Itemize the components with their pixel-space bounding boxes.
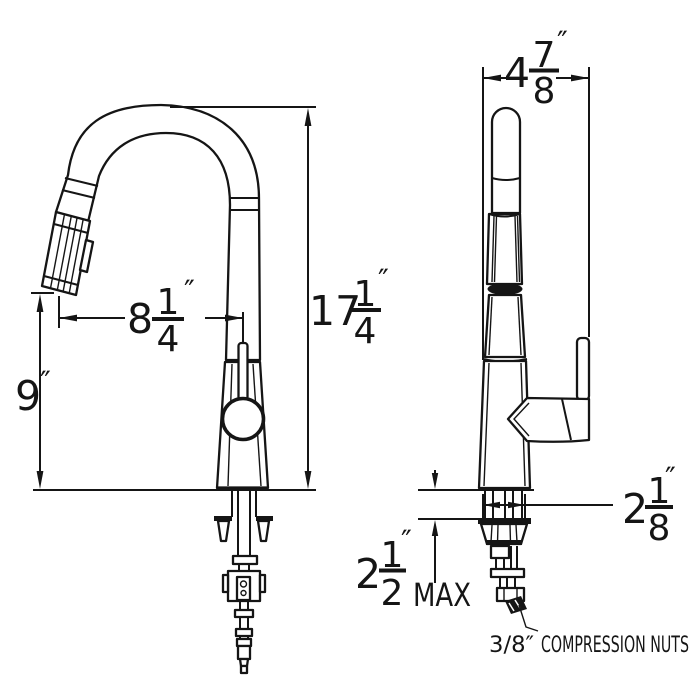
spray-head-front-ridges xyxy=(491,215,521,283)
reach-denominator: 4 xyxy=(157,319,180,360)
reach-whole: 8 xyxy=(127,295,153,343)
note-text: COMPRESSION NUTS xyxy=(541,633,689,658)
dimension-reach: 8 1 4 ″ xyxy=(58,274,244,360)
spray-head-side xyxy=(40,210,95,297)
spray-head-top-joint xyxy=(488,213,521,218)
max-deck-unit: ″ xyxy=(401,524,412,558)
compression-nuts-note: 3/8″ COMPRESSION NUTS xyxy=(489,604,689,658)
dimension-overall-height: 17 1 4 ″ xyxy=(170,106,389,489)
mounting-flange-right xyxy=(256,516,273,521)
hose-coupling xyxy=(231,554,259,566)
spout-column-outline xyxy=(490,106,522,215)
dimension-height-to-outlet: 9 ″ xyxy=(15,292,54,489)
max-deck-whole: 2 xyxy=(355,550,381,598)
handle-lever-side xyxy=(237,341,249,402)
aerator-ring xyxy=(487,283,523,295)
spray-head-clip xyxy=(78,238,95,274)
handle-lever-front xyxy=(575,336,591,402)
height-whole: 9 xyxy=(15,372,41,420)
shank-adapter xyxy=(489,544,511,560)
mounting-flange-left xyxy=(214,516,232,521)
supply-fitting-end xyxy=(505,596,527,614)
spout-joint-upper xyxy=(491,177,521,181)
mounting-wing-right xyxy=(256,519,271,543)
depth-unit: ″ xyxy=(557,25,568,59)
under-counter-assembly-front xyxy=(478,491,531,614)
reach-unit: ″ xyxy=(184,274,195,308)
overall-height-numerator: 1 xyxy=(354,274,377,315)
overall-height-denominator: 4 xyxy=(354,311,377,352)
max-deck-denominator: 2 xyxy=(381,573,404,614)
dimension-depth: 4 7 8 ″ xyxy=(482,25,590,360)
under-counter-assembly-side xyxy=(214,491,273,675)
quick-connect-fitting xyxy=(236,644,252,661)
faucet-body-side xyxy=(215,341,270,490)
max-deck-numerator: 1 xyxy=(381,535,404,576)
shank-numerator: 1 xyxy=(648,471,671,512)
note-leader-line xyxy=(518,604,539,632)
faucet-body-front xyxy=(477,293,532,490)
dimension-max-deck-thickness: 2 1 2 ″ MAX xyxy=(355,470,482,614)
handle-front xyxy=(506,336,591,443)
height-unit: ″ xyxy=(40,365,51,399)
spout-joint-lines xyxy=(61,177,259,211)
dimension-shank-diameter: 2 1 8 ″ xyxy=(482,461,676,549)
mounting-nut-flange xyxy=(478,518,531,524)
spray-head-tip-line xyxy=(43,275,79,286)
spray-head-outline xyxy=(40,210,92,297)
spray-head-collar-line xyxy=(53,223,89,234)
depth-whole: 4 xyxy=(504,49,530,97)
depth-denominator: 8 xyxy=(533,71,556,112)
shank-denominator: 8 xyxy=(648,508,671,549)
note-size: 3/8″ xyxy=(489,633,534,658)
left-view-side-profile xyxy=(33,103,316,675)
reach-numerator: 1 xyxy=(157,282,180,323)
shank-whole: 2 xyxy=(622,485,648,533)
depth-numerator: 7 xyxy=(533,35,556,76)
mounting-wing-left xyxy=(216,519,231,543)
right-view-front-profile xyxy=(418,106,591,614)
handle-ball-joint xyxy=(220,396,266,442)
shank-unit: ″ xyxy=(665,461,676,495)
max-deck-suffix: MAX xyxy=(413,576,471,614)
overall-height-unit: ″ xyxy=(378,263,389,297)
